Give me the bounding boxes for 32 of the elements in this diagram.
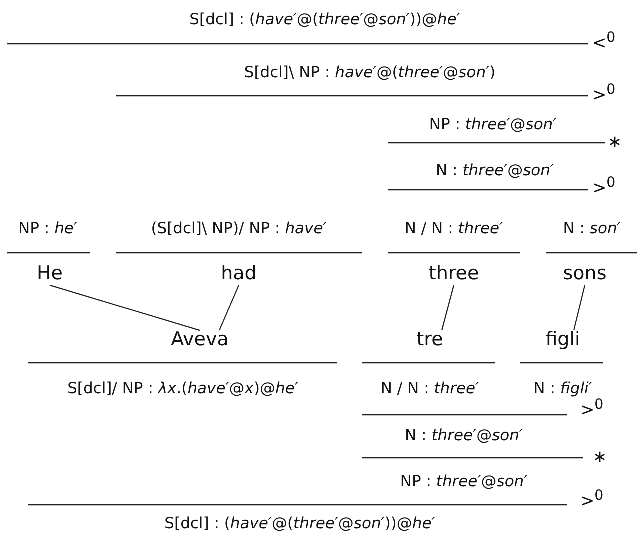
category-label: NP : three′@son′	[400, 473, 528, 491]
word-label: had	[221, 264, 257, 284]
category-label: S[dcl] : (have′@(three′@son′))@he′	[190, 11, 460, 29]
category-label: (S[dcl]\ NP)/ NP : have′	[151, 220, 327, 238]
category-label: S[dcl]\ NP : have′@(three′@son′)	[244, 64, 496, 82]
category-label: N : three′@son′	[436, 162, 554, 180]
rule-label: ∗	[608, 134, 622, 152]
alignment-line	[573, 285, 586, 331]
rule-label: <$^{0}$	[592, 30, 616, 54]
word-label: He	[37, 264, 63, 284]
word-label: three	[428, 264, 480, 284]
category-label: N / N : three′	[404, 220, 504, 238]
rule-label: >$^{0}$	[580, 488, 604, 512]
category-label: N : figli′	[534, 380, 592, 398]
rule-label: >$^{0}$	[580, 398, 604, 420]
category-label: N / N : three′	[380, 380, 480, 398]
category-label: N : son′	[563, 220, 621, 238]
alignment-line	[50, 284, 200, 332]
word-label: Aveva	[171, 330, 229, 350]
word-label: tre	[416, 330, 444, 350]
category-label: N : three′@son′	[405, 427, 523, 445]
category-label: S[dcl] : (have′@(three′@son′))@he′	[164, 515, 436, 533]
word-label: sons	[563, 264, 607, 284]
category-label: S[dcl]/ NP : λx.(have′@x)@he′	[68, 380, 298, 398]
rule-label: ∗	[592, 448, 608, 468]
category-label: NP : he′	[18, 220, 78, 238]
rule-label: >$^{0}$	[592, 176, 616, 198]
rule-label: >$^{0}$	[592, 82, 616, 106]
alignment-line	[219, 285, 240, 331]
alignment-line	[441, 285, 455, 331]
word-label: figli	[546, 330, 580, 350]
category-label: NP : three′@son′	[429, 116, 557, 134]
